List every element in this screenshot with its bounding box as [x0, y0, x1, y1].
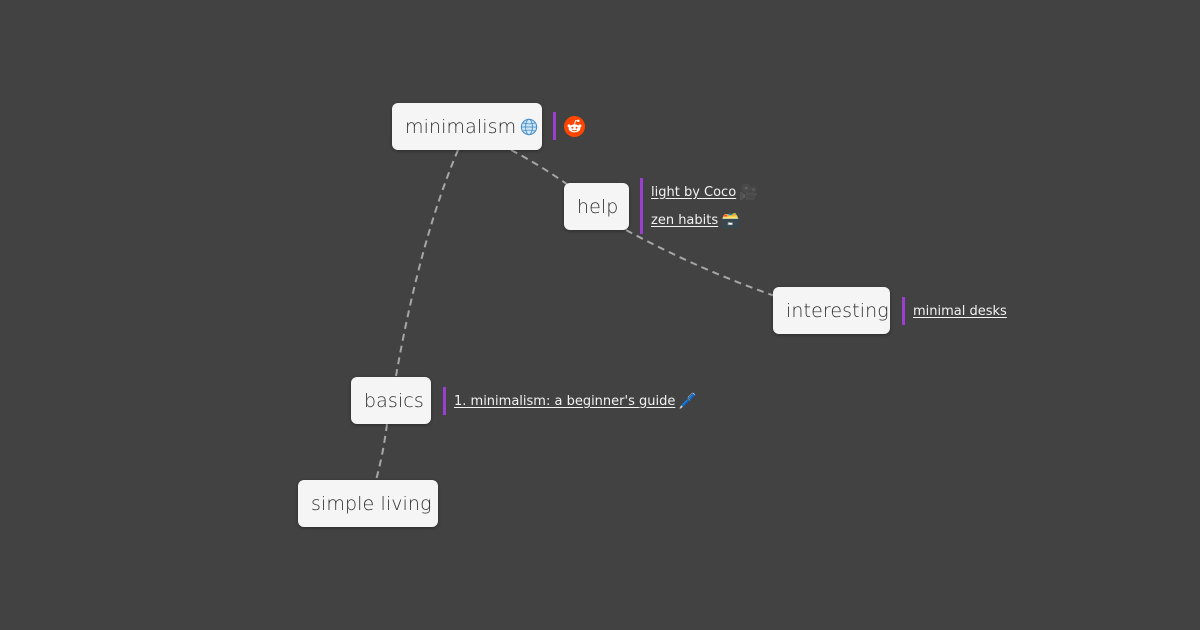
globe-icon — [520, 118, 538, 136]
edge-minimalism-basics — [395, 149, 459, 377]
links-interesting: minimal desks — [902, 297, 1007, 325]
link-light-by-coco[interactable]: light by Coco — [651, 184, 737, 200]
node-simple-living[interactable]: simple living — [298, 480, 438, 527]
node-interesting[interactable]: interesting — [773, 287, 890, 334]
node-label: minimalism — [405, 115, 517, 138]
pen-icon: 🖊️ — [678, 391, 698, 410]
node-label: interesting — [786, 299, 889, 322]
link-beginners-guide[interactable]: 1. minimalism: a beginner's guide — [454, 393, 676, 409]
node-help[interactable]: help — [564, 183, 629, 230]
links-help: light by Coco 🎥 zen habits 🗃️ — [640, 178, 758, 234]
edge-help-interesting — [625, 229, 776, 297]
link-item[interactable]: minimal desks — [913, 297, 1007, 325]
link-minimal-desks[interactable]: minimal desks — [913, 303, 1007, 319]
edge-basics-simple-living — [375, 423, 388, 481]
link-item[interactable] — [564, 112, 585, 140]
video-camera-icon: 🎥 — [739, 182, 758, 201]
card-file-box-icon: 🗃️ — [721, 210, 740, 229]
edge-minimalism-help — [510, 149, 569, 186]
node-label: help — [577, 195, 619, 218]
node-basics[interactable]: basics — [351, 377, 431, 424]
link-item[interactable]: zen habits 🗃️ — [651, 206, 758, 234]
node-minimalism[interactable]: minimalism — [392, 103, 542, 150]
reddit-icon[interactable] — [564, 115, 585, 137]
link-item[interactable]: 1. minimalism: a beginner's guide 🖊️ — [454, 387, 697, 415]
links-minimalism — [553, 112, 585, 140]
link-item[interactable]: light by Coco 🎥 — [651, 178, 758, 206]
node-label: simple living — [311, 492, 432, 515]
links-basics: 1. minimalism: a beginner's guide 🖊️ — [443, 387, 697, 415]
link-zen-habits[interactable]: zen habits — [651, 212, 719, 228]
node-label: basics — [364, 389, 424, 412]
